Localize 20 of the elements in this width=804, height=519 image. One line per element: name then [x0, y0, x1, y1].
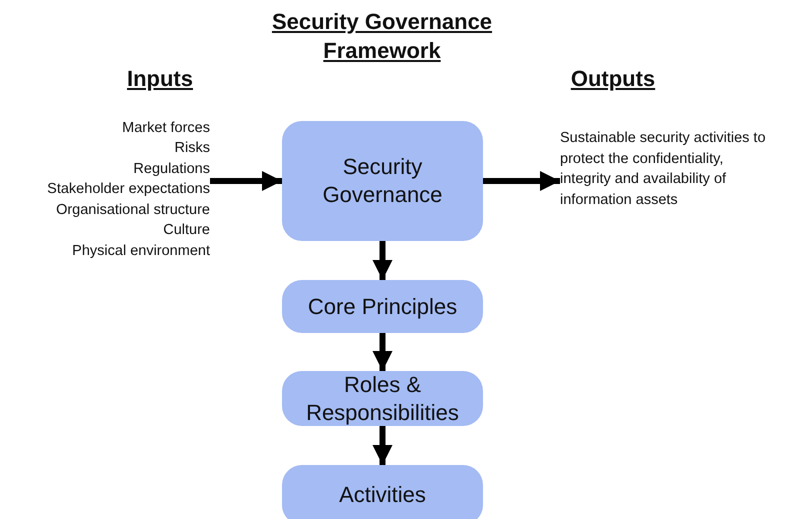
input-item: Regulations: [133, 160, 210, 179]
process-box: Activities: [282, 465, 483, 519]
input-item: Culture: [163, 221, 210, 240]
column-heading: Outputs: [570, 65, 656, 93]
input-item: Stakeholder expectations: [47, 180, 210, 200]
arrow: [210, 171, 282, 191]
arrow: [372, 426, 392, 465]
input-item: Market forces: [122, 118, 210, 138]
arrow: [483, 171, 560, 191]
column-heading: Inputs: [126, 65, 194, 93]
process-box: Core Principles: [282, 280, 483, 333]
arrow: [372, 333, 392, 371]
title: Security Governance Framework: [270, 8, 494, 65]
process-box: Roles & Responsibilities: [282, 371, 483, 426]
input-item: Organisational structure: [56, 200, 210, 220]
process-box: Security Governance: [282, 121, 483, 241]
output-text: Sustainable security activities to protect the confidentiality, integrity and availability of information assets: [560, 129, 767, 210]
input-item: Physical environment: [72, 242, 210, 261]
arrow: [372, 241, 392, 280]
input-item: Risks: [174, 139, 210, 158]
